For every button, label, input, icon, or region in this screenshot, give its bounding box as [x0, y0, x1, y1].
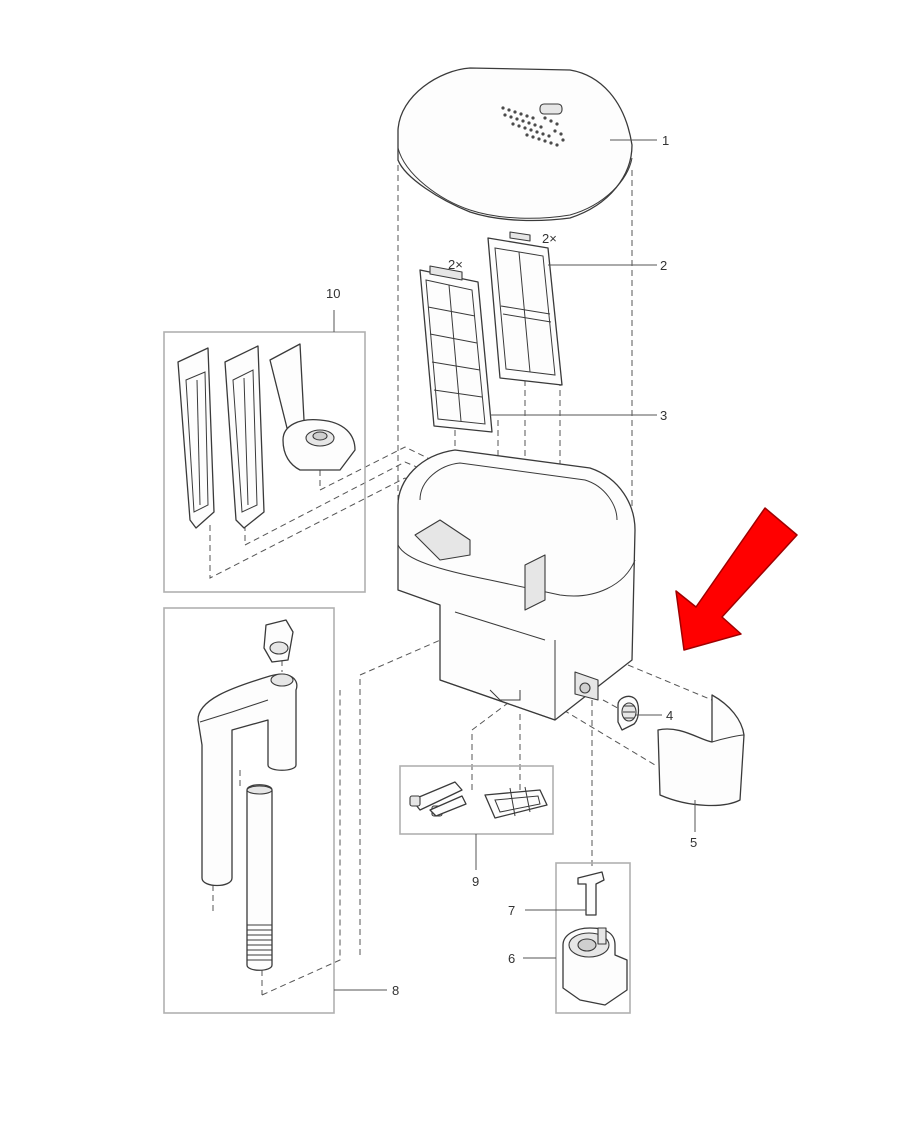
leader-lines: [333, 139, 696, 991]
outlet-nozzle: [617, 695, 640, 731]
filter-cartridge-small: [419, 265, 493, 433]
red-pointer-arrow: [675, 507, 798, 651]
quantity-label-3: 2×: [448, 257, 463, 272]
lid-vent-holes: [501, 106, 565, 147]
callout-10: 10: [326, 286, 340, 301]
callout-labels: 1 2 3 4 5 6 7 8 9 10 2× 2×: [326, 133, 697, 998]
panel-9-clips: [399, 765, 554, 835]
callout-3: 3: [660, 408, 667, 423]
callout-8: 8: [392, 983, 399, 998]
filter-cartridge-large: [487, 231, 563, 386]
callout-7: 7: [508, 903, 515, 918]
callout-9: 9: [472, 874, 479, 889]
quantity-label-2: 2×: [542, 231, 557, 246]
panel-8-outlet-pipes: [163, 607, 335, 1014]
pipe-thread: [247, 924, 272, 961]
panel-10-holders: [163, 331, 366, 593]
callout-4: 4: [666, 708, 673, 723]
lid: [397, 67, 633, 222]
callout-1: 1: [662, 133, 669, 148]
panel-6-pump: [555, 862, 631, 1014]
callout-5: 5: [690, 835, 697, 850]
filter-housing: [397, 449, 636, 721]
callout-6: 6: [508, 951, 515, 966]
callout-2: 2: [660, 258, 667, 273]
